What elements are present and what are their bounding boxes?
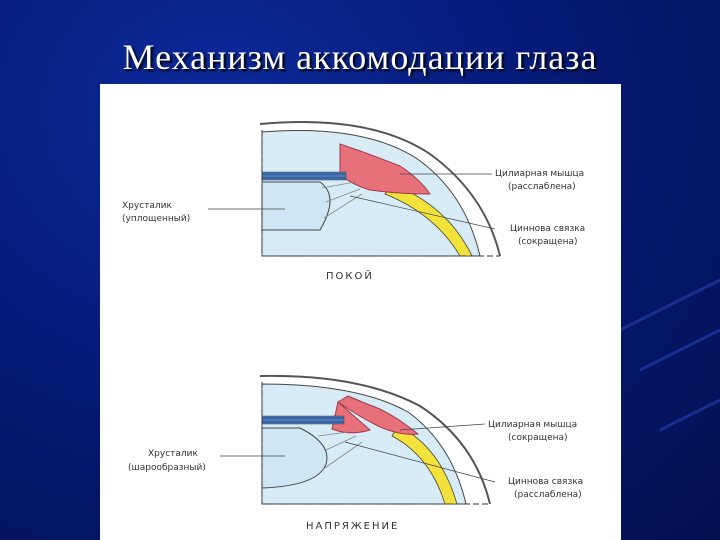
strain-caption: НАПРЯЖЕНИЕ (306, 521, 399, 532)
rest-muscle-label: Цилиарная мышца (495, 169, 584, 179)
strain-ligament-state: (расслаблена) (514, 490, 582, 500)
rest-ligament-label: Циннова связка (510, 224, 585, 234)
diagram-rest: Хрусталик (уплощенный) Цилиарная мышца (… (122, 121, 585, 282)
rest-lens (261, 181, 331, 231)
strain-lens-state: (шарообразный) (128, 463, 206, 473)
strain-ligament-label: Циннова связка (508, 477, 583, 487)
strain-ciliary-muscle (331, 395, 420, 435)
rest-muscle-state: (расслаблена) (508, 182, 576, 192)
rest-zonule-fibers (321, 181, 363, 219)
rest-ciliary-muscle (339, 143, 431, 195)
strain-dashed-frame (261, 382, 490, 505)
strain-ligament-leader (344, 441, 496, 483)
slide-title: Механизм аккомодации глаза (122, 37, 598, 77)
diagram-strain: Хрусталик (шарообразный) Цилиарная мышца… (128, 374, 583, 532)
rest-ligament-leader (349, 195, 496, 230)
rest-iris (261, 171, 347, 181)
strain-muscle-state: (сокращена) (508, 433, 568, 443)
strain-lens (261, 427, 328, 489)
rest-ligament-state: (сокращена) (518, 237, 578, 247)
strain-sclera-outline (259, 374, 491, 505)
rest-dashed-frame (261, 130, 500, 257)
strain-zonule-fibers (317, 431, 363, 471)
accommodation-diagram: Хрусталик (уплощенный) Цилиарная мышца (… (122, 121, 585, 532)
rest-sclera-outline (259, 121, 501, 257)
rest-caption: ПОКОЙ (326, 269, 374, 282)
rest-lens-label: Хрусталик (122, 201, 173, 211)
strain-lens-label: Хрусталик (148, 449, 199, 459)
strain-iris (261, 415, 345, 425)
strain-muscle-leader (399, 423, 486, 431)
figure-panel: Хрусталик (уплощенный) Цилиарная мышца (… (100, 84, 621, 540)
strain-muscle-label: Цилиарная мышца (488, 420, 577, 430)
rest-lens-state: (уплощенный) (122, 214, 190, 224)
